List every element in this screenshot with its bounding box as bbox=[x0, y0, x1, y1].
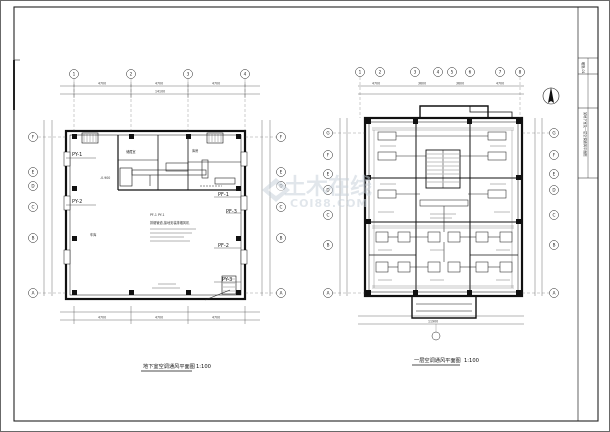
axis-label: E bbox=[553, 172, 556, 177]
plan-title: 一层空调通风平面图 bbox=[414, 356, 461, 364]
watermark: 土木在线 COI88.COM bbox=[262, 174, 372, 210]
axis-label: 4 bbox=[244, 72, 247, 77]
axis-label: G bbox=[326, 131, 329, 136]
design-note: 排烟管道,接地安装排烟风机 bbox=[150, 220, 190, 225]
plan-scale: 1:100 bbox=[464, 358, 479, 364]
duct-tag: PY-3 bbox=[222, 277, 232, 283]
svg-text:4700: 4700 bbox=[372, 82, 380, 86]
axis-label: A bbox=[32, 291, 35, 296]
duct-tag: PF-3 bbox=[226, 209, 237, 215]
axis-label: F bbox=[32, 135, 35, 140]
axis-label: B bbox=[327, 243, 330, 248]
axis-label: A bbox=[280, 291, 283, 296]
axis-label: E bbox=[280, 170, 283, 175]
svg-text:14100: 14100 bbox=[155, 90, 165, 94]
svg-text:3600: 3600 bbox=[418, 82, 426, 86]
svg-text:4700: 4700 bbox=[496, 82, 504, 86]
design-note: PF-1 PY-1 bbox=[150, 213, 165, 217]
north-arrow-icon bbox=[542, 87, 560, 105]
svg-text:4700: 4700 bbox=[212, 82, 220, 86]
right-floor-plan: 4700 3600 3600 4700 11900 bbox=[323, 67, 560, 366]
axis-label: 4 bbox=[437, 70, 440, 75]
svg-text:4700: 4700 bbox=[98, 82, 106, 86]
left-floor-plan: 4700 4700 4700 14100 4700 4700 4700 bbox=[28, 69, 286, 372]
axis-label: 5 bbox=[451, 70, 454, 75]
axis-label: F bbox=[327, 153, 330, 158]
inner-frame bbox=[13, 6, 599, 422]
plan-title: 地下室空调通风平面图 bbox=[143, 362, 195, 370]
project-name: 某地下室及一层空调通风平面图 bbox=[583, 112, 588, 157]
axis-label: A bbox=[553, 291, 556, 296]
room-label: 储藏室 bbox=[126, 149, 136, 154]
watermark-brand: 土木在线 bbox=[284, 174, 372, 200]
svg-text:4700: 4700 bbox=[155, 316, 163, 320]
level-mark: -0.900 bbox=[100, 176, 110, 180]
axis-label: 3 bbox=[414, 70, 417, 75]
watermark-url: COI88.COM bbox=[290, 197, 368, 210]
axis-label: D bbox=[326, 188, 329, 193]
axis-label: F bbox=[553, 153, 556, 158]
plan-scale: 1:100 bbox=[196, 364, 211, 370]
axis-label: G bbox=[552, 131, 555, 136]
duct-tag: PY-2 bbox=[72, 199, 82, 205]
axis-label: 7 bbox=[499, 70, 502, 75]
title-block: 暖施-01 某地下室及一层空调通风平面图 bbox=[577, 7, 598, 421]
axis-label: D bbox=[31, 184, 34, 189]
svg-text:3600: 3600 bbox=[456, 82, 464, 86]
axis-label: D bbox=[552, 188, 555, 193]
axis-label: B bbox=[553, 243, 556, 248]
duct-tag: PY-1 bbox=[72, 152, 82, 158]
axis-label: 3 bbox=[187, 72, 190, 77]
axis-label: E bbox=[32, 170, 35, 175]
axis-label: E bbox=[327, 172, 330, 177]
axis-label: 2 bbox=[130, 72, 133, 77]
axis-label: B bbox=[280, 236, 283, 241]
drawing-number: 暖施-01 bbox=[581, 62, 586, 74]
axis-label: F bbox=[280, 135, 283, 140]
duct-tag: PF-1 bbox=[218, 192, 229, 198]
axis-label: A bbox=[327, 291, 330, 296]
axis-label: C bbox=[553, 213, 556, 218]
axis-label: B bbox=[32, 236, 35, 241]
duct-tag: PF-2 bbox=[218, 243, 229, 249]
svg-text:4700: 4700 bbox=[212, 316, 220, 320]
axis-label: C bbox=[32, 205, 35, 210]
svg-text:4700: 4700 bbox=[155, 82, 163, 86]
axis-label: 6 bbox=[469, 70, 472, 75]
room-label: 库房 bbox=[192, 148, 198, 153]
axis-label: C bbox=[280, 205, 283, 210]
svg-text:11900: 11900 bbox=[428, 320, 438, 324]
axis-label: 2 bbox=[379, 70, 382, 75]
axis-label: C bbox=[327, 213, 330, 218]
room-label: 车库 bbox=[90, 232, 97, 237]
svg-text:4700: 4700 bbox=[98, 316, 106, 320]
axis-label: 1 bbox=[359, 70, 362, 75]
axis-label: 1 bbox=[73, 72, 76, 77]
axis-label: 8 bbox=[519, 70, 522, 75]
